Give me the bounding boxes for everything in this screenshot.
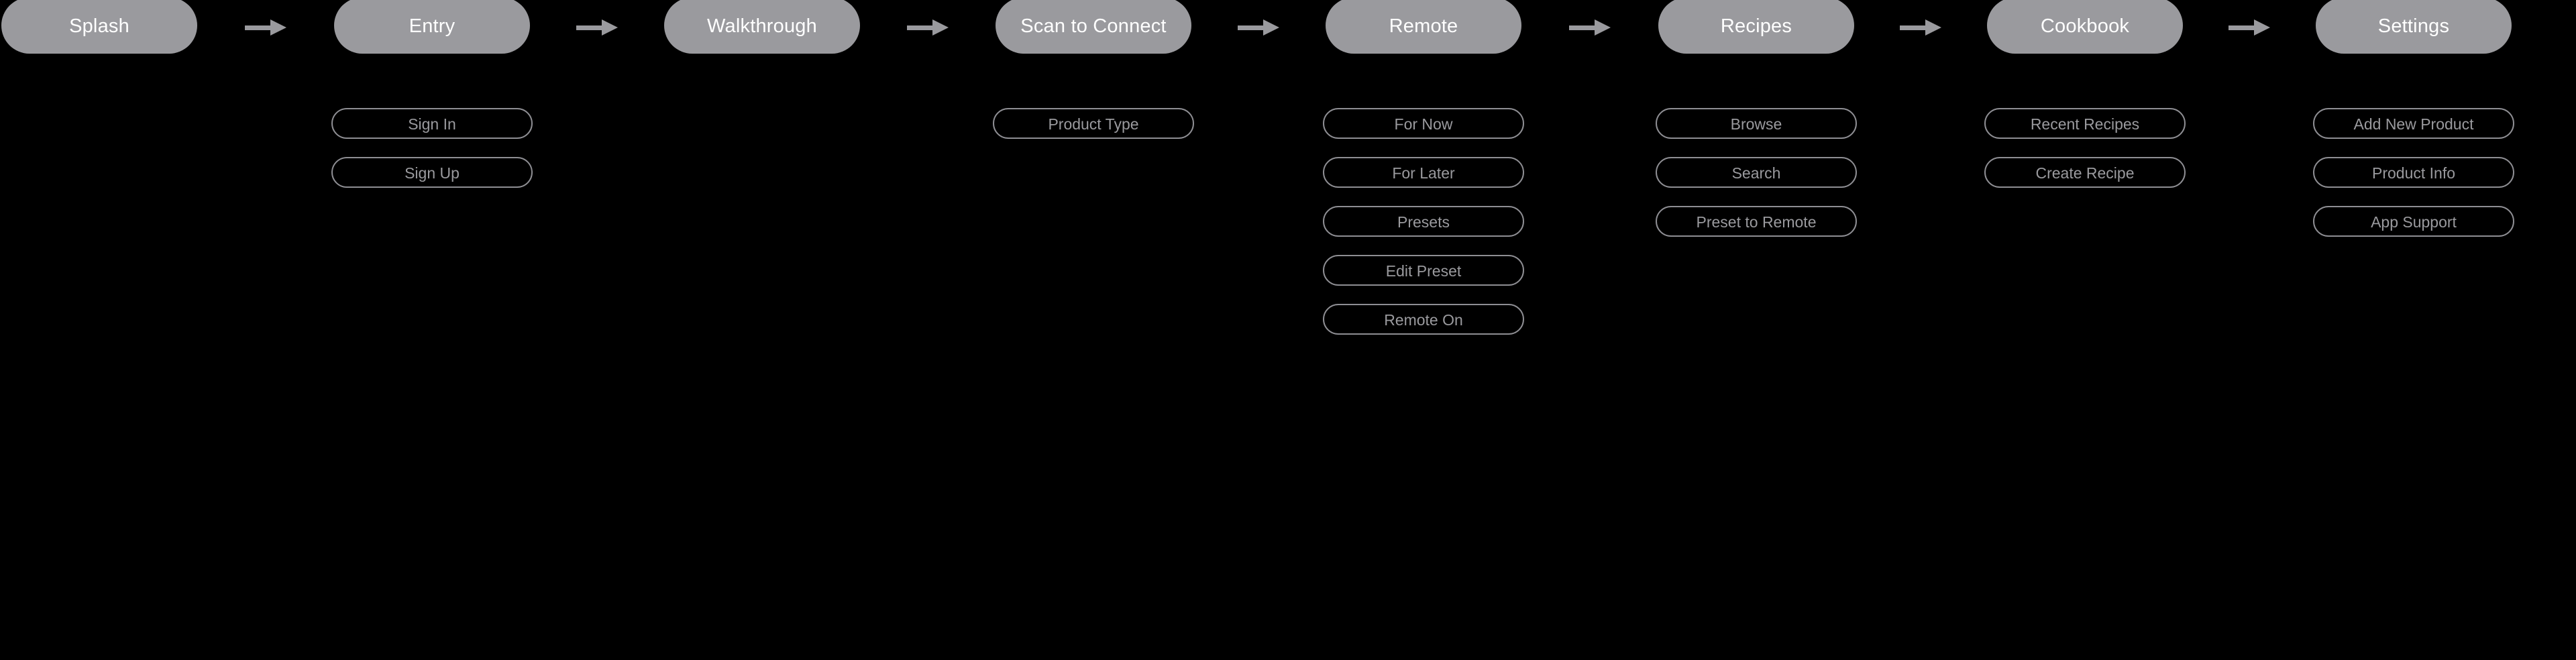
- stage-pill-label: Recipes: [1720, 15, 1792, 37]
- screen-button-edit-preset[interactable]: Edit Preset: [1323, 255, 1524, 286]
- screen-button-label: Remote On: [1384, 311, 1463, 329]
- stage-pill-recipes[interactable]: Recipes: [1658, 0, 1854, 54]
- arrow-right-icon: [2229, 19, 2270, 36]
- screen-button-browse[interactable]: Browse: [1656, 108, 1857, 139]
- arrow-head: [932, 19, 949, 36]
- screen-button-sign-up[interactable]: Sign Up: [331, 157, 533, 188]
- screen-button-search[interactable]: Search: [1656, 157, 1857, 188]
- screen-button-label: App Support: [2371, 213, 2457, 231]
- screen-button-label: Create Recipe: [2035, 164, 2135, 182]
- arrow-shaft: [2229, 25, 2257, 30]
- arrow-shaft: [1238, 25, 1266, 30]
- stage-pill-entry[interactable]: Entry: [334, 0, 530, 54]
- arrow-right-icon: [1238, 19, 1279, 36]
- stage-pill-settings[interactable]: Settings: [2316, 0, 2512, 54]
- arrow-head: [1925, 19, 1941, 36]
- screen-button-product-info[interactable]: Product Info: [2313, 157, 2514, 188]
- arrow-head: [602, 19, 618, 36]
- screen-button-label: Presets: [1397, 213, 1450, 231]
- screen-button-label: For Now: [1394, 115, 1453, 133]
- screen-button-label: Product Info: [2371, 164, 2456, 182]
- arrow-shaft: [1900, 25, 1928, 30]
- stage-pill-label: Entry: [409, 15, 455, 37]
- screen-button-label: Browse: [1730, 115, 1782, 133]
- arrow-shaft: [907, 25, 935, 30]
- screen-button-label: Preset to Remote: [1696, 213, 1817, 231]
- screen-button-label: Sign Up: [405, 164, 460, 182]
- arrow-right-icon: [576, 19, 618, 36]
- screen-button-label: Sign In: [408, 115, 456, 133]
- screen-button-label: Add New Product: [2353, 115, 2474, 133]
- screen-button-sign-in[interactable]: Sign In: [331, 108, 533, 139]
- arrow-shaft: [245, 25, 273, 30]
- screen-button-label: Search: [1731, 164, 1781, 182]
- arrow-head: [1595, 19, 1611, 36]
- screen-button-create-recipe[interactable]: Create Recipe: [1984, 157, 2186, 188]
- screen-button-label: For Later: [1392, 164, 1455, 182]
- arrow-shaft: [576, 25, 604, 30]
- stage-pill-label: Settings: [2377, 15, 2450, 37]
- arrow-shaft: [1569, 25, 1597, 30]
- stage-pill-cookbook[interactable]: Cookbook: [1987, 0, 2183, 54]
- arrow-right-icon: [1569, 19, 1611, 36]
- screen-button-presets[interactable]: Presets: [1323, 206, 1524, 237]
- screen-button-preset-to-remote[interactable]: Preset to Remote: [1656, 206, 1857, 237]
- stage-pill-label: Cookbook: [2040, 15, 2130, 37]
- stage-pill-label: Splash: [69, 15, 129, 37]
- screen-button-app-support[interactable]: App Support: [2313, 206, 2514, 237]
- screen-button-label: Edit Preset: [1385, 262, 1462, 280]
- stage-pill-label: Remote: [1389, 15, 1458, 37]
- arrow-head: [1263, 19, 1279, 36]
- stage-pill-splash[interactable]: Splash: [1, 0, 197, 54]
- arrow-right-icon: [907, 19, 949, 36]
- stage-pill-label: Scan to Connect: [1020, 15, 1167, 37]
- screen-button-remote-on[interactable]: Remote On: [1323, 304, 1524, 335]
- stage-pill-scan-to-connect[interactable]: Scan to Connect: [996, 0, 1191, 54]
- screen-button-for-now[interactable]: For Now: [1323, 108, 1524, 139]
- stage-pill-remote[interactable]: Remote: [1326, 0, 1521, 54]
- screen-button-product-type[interactable]: Product Type: [993, 108, 1194, 139]
- arrow-head: [2254, 19, 2270, 36]
- arrow-head: [270, 19, 286, 36]
- screen-button-add-new-product[interactable]: Add New Product: [2313, 108, 2514, 139]
- screen-button-for-later[interactable]: For Later: [1323, 157, 1524, 188]
- arrow-right-icon: [1900, 19, 1941, 36]
- screen-button-label: Product Type: [1048, 115, 1139, 133]
- stage-pill-walkthrough[interactable]: Walkthrough: [664, 0, 860, 54]
- arrow-right-icon: [245, 19, 286, 36]
- stage-pill-label: Walkthrough: [707, 15, 817, 37]
- screen-button-recent-recipes[interactable]: Recent Recipes: [1984, 108, 2186, 139]
- screen-button-label: Recent Recipes: [2030, 115, 2140, 133]
